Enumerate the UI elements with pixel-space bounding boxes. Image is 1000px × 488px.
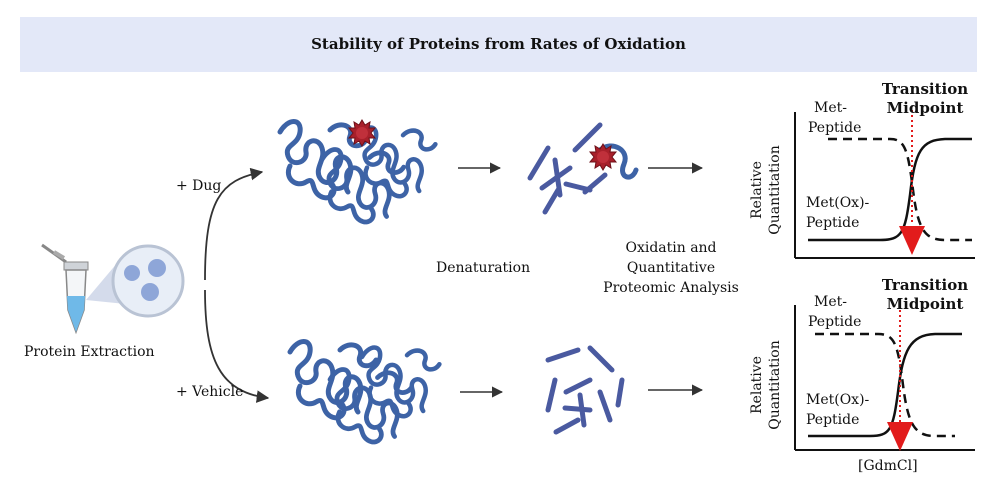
protein-extraction-label: Protein Extraction (24, 344, 155, 360)
met-peptide-label: Met- Peptide (808, 294, 862, 330)
denatured-protein-drug (527, 122, 639, 215)
drug-label: + Dug (176, 178, 222, 194)
denaturation-plot-drug (794, 110, 975, 259)
transition-midpoint-label: Transition Midpoint (881, 276, 969, 313)
native-protein-vehicle (290, 342, 439, 443)
vehicle-label: + Vehicle (176, 384, 244, 400)
denatured-protein-vehicle (545, 345, 625, 435)
midpoint-arrow (899, 226, 925, 255)
drug-branch-arrow (204, 167, 264, 281)
page-title: Stability of Proteins from Rates of Oxid… (311, 35, 686, 53)
met-ox-peptide-curve (808, 137, 972, 242)
met-ox-peptide-label: Met(Ox)- Peptide (806, 392, 870, 428)
met-ox-peptide-label: Met(Ox)- Peptide (806, 195, 870, 231)
met-peptide-curve (815, 332, 955, 438)
tube-icon (41, 243, 89, 335)
vehicle-branch-arrow (204, 289, 270, 403)
midpoint-arrow (887, 422, 913, 451)
met-peptide-label: Met- Peptide (808, 100, 862, 136)
y-axis-label: Relative Quantitation (749, 340, 783, 430)
magnifier-icon (86, 244, 185, 318)
y-axis-label: Relative Quantitation (749, 145, 783, 235)
denaturation-label: Denaturation (436, 260, 531, 276)
denaturation-plot-vehicle (794, 305, 975, 451)
transition-midpoint-label: Transition Midpoint (881, 80, 969, 117)
analysis-label: Oxidatin and Quantitative Proteomic Anal… (603, 240, 739, 296)
title-banner: Stability of Proteins from Rates of Oxid… (20, 17, 977, 72)
x-axis-label: [GdmCl] (858, 458, 918, 474)
met-ox-peptide-curve (808, 332, 962, 438)
